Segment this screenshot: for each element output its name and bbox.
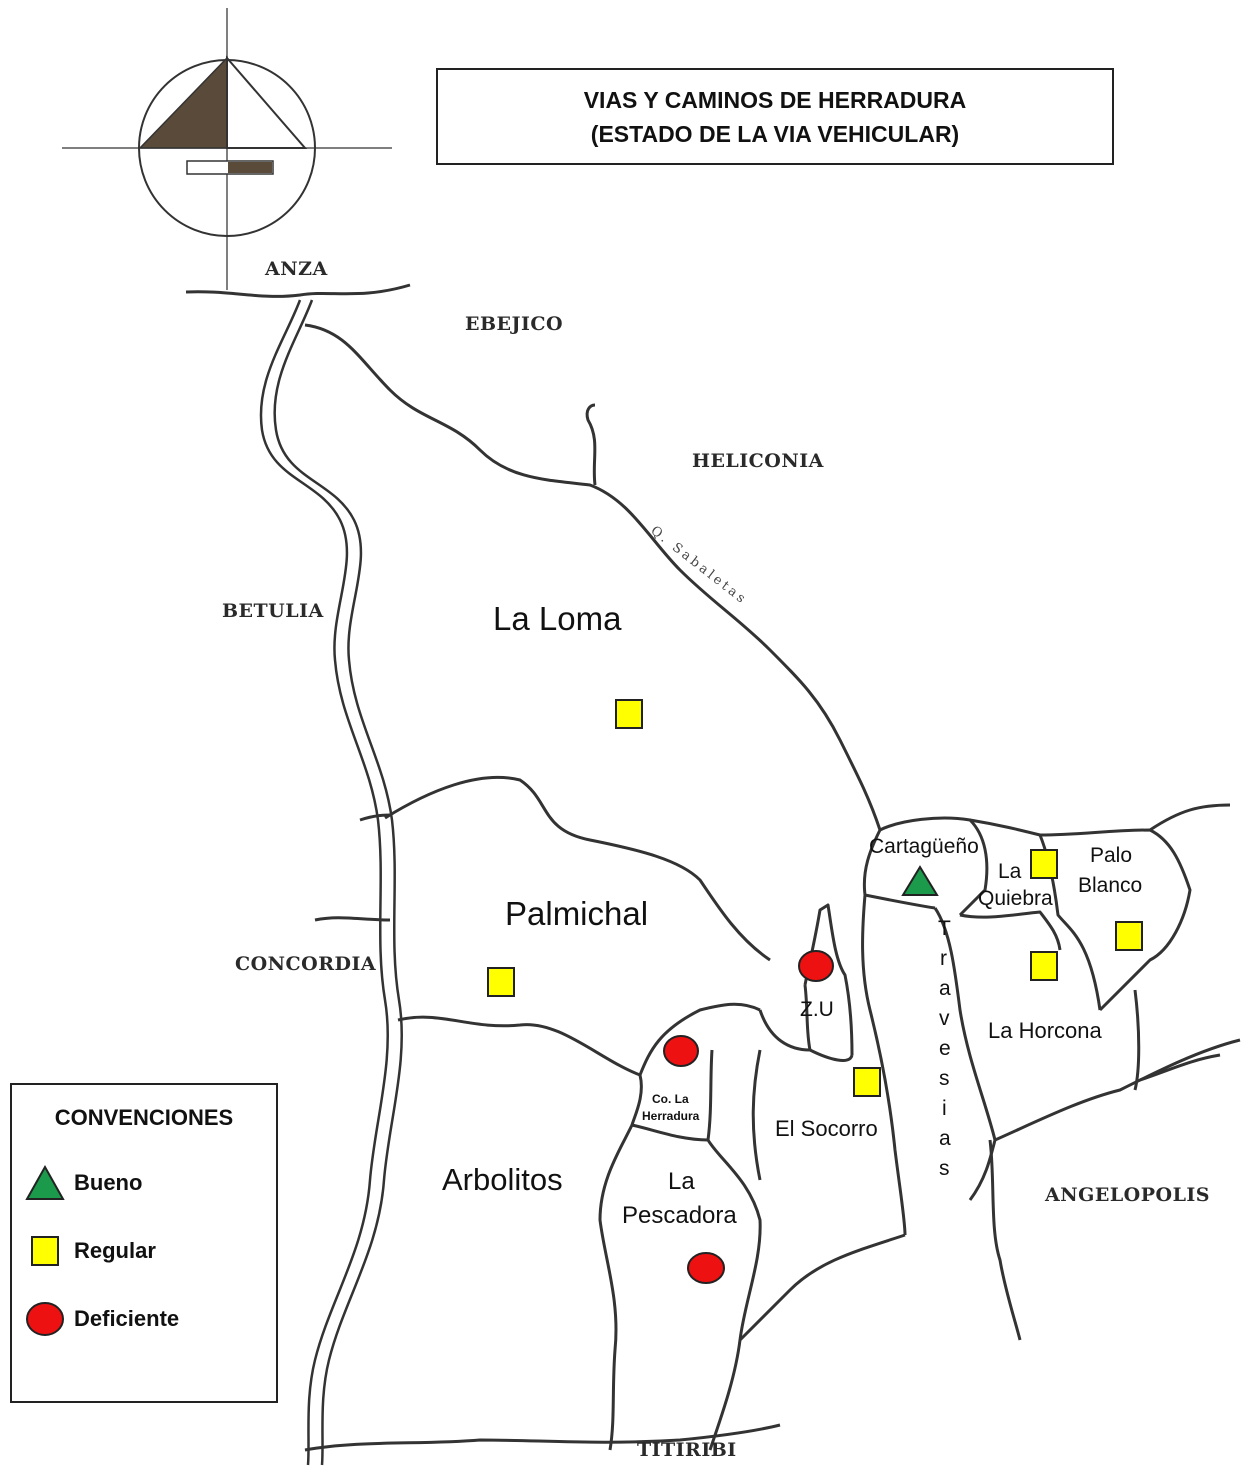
label-la-loma: La Loma (493, 600, 622, 637)
markers (487, 699, 1143, 1284)
label-zu: Z.U (800, 998, 834, 1021)
label-anza: ANZA (264, 258, 328, 280)
label-heliconia: HELICONIA (692, 450, 824, 472)
marker-deficiente-zu (798, 950, 834, 982)
label-travesias-letter: a (939, 1127, 951, 1150)
label-la-pescadora-1: La (668, 1168, 695, 1195)
label-co-la-herradura-2: Herradura (642, 1109, 700, 1123)
marker-regular-la-horcona (1030, 951, 1058, 981)
legend-item-bueno: Bueno (24, 1163, 142, 1203)
map-title: VIAS Y CAMINOS DE HERRADURA (583, 86, 967, 113)
label-travesias-letter: i (942, 1097, 947, 1120)
marker-bueno-cartagueno (901, 865, 939, 896)
legend-label-bueno: Bueno (74, 1170, 143, 1195)
marker-deficiente-co-la-herradura (663, 1035, 699, 1067)
red-circle-icon (26, 1302, 64, 1336)
label-la-horcona: La Horcona (988, 1018, 1103, 1043)
label-arbolitos: Arbolitos (442, 1162, 563, 1197)
label-travesias-letter: T (938, 917, 951, 940)
legend-title: CONVENCIONES (54, 1105, 234, 1130)
label-travesias-letter: r (940, 947, 947, 970)
river-cauca (259, 299, 403, 1466)
label-travesias-letter: s (939, 1157, 950, 1180)
label-el-socorro: El Socorro (775, 1116, 878, 1141)
label-concordia: CONCORDIA (235, 953, 376, 975)
map-title-box: VIAS Y CAMINOS DE HERRADURA (ESTADO DE L… (436, 68, 1114, 165)
label-la-quiebra-1: La (998, 860, 1022, 883)
label-la-pescadora-2: Pescadora (622, 1202, 737, 1229)
yellow-square-icon (31, 1236, 59, 1266)
label-betulia: BETULIA (222, 600, 324, 622)
north-arrow-icon (62, 8, 392, 290)
label-palmichal: Palmichal (505, 895, 648, 932)
green-triangle-icon (25, 1164, 65, 1200)
marker-regular-el-socorro (853, 1067, 881, 1097)
label-palo-blanco-2: Blanco (1078, 874, 1142, 897)
label-river: Q. Sabaletas (648, 523, 751, 608)
legend: CONVENCIONES Bueno Regular Deficiente (10, 1083, 278, 1403)
map-subtitle: (ESTADO DE LA VIA VEHICULAR) (590, 120, 960, 147)
label-palo-blanco-1: Palo (1090, 844, 1132, 867)
label-ebejico: EBEJICO (465, 313, 563, 335)
marker-regular-palmichal (487, 967, 515, 997)
label-co-la-herradura-1: Co. La (652, 1092, 689, 1106)
legend-label-regular: Regular (74, 1238, 156, 1263)
legend-item-regular: Regular (24, 1231, 156, 1271)
legend-label-deficiente: Deficiente (74, 1306, 180, 1331)
label-titiribi: TITIRIBI (637, 1439, 737, 1461)
label-la-quiebra-2: Quiebra (978, 887, 1053, 910)
label-travesias-letter: v (939, 1007, 950, 1030)
marker-deficiente-la-pescadora (687, 1252, 725, 1284)
label-angelopolis: ANGELOPOLIS (1044, 1184, 1210, 1206)
label-cartagueno: Cartagüeño (869, 835, 979, 858)
marker-regular-palo-blanco (1115, 921, 1143, 951)
label-travesias-letter: e (939, 1037, 951, 1060)
boundaries (185, 283, 1241, 1452)
label-travesias-letter: a (939, 977, 951, 1000)
marker-regular-la-loma (615, 699, 643, 729)
marker-regular-la-quiebra (1030, 849, 1058, 879)
legend-item-deficiente: Deficiente (24, 1299, 179, 1339)
label-travesias-letter: s (939, 1067, 950, 1090)
label-travesias: T r a v e s i a s (938, 917, 951, 1180)
